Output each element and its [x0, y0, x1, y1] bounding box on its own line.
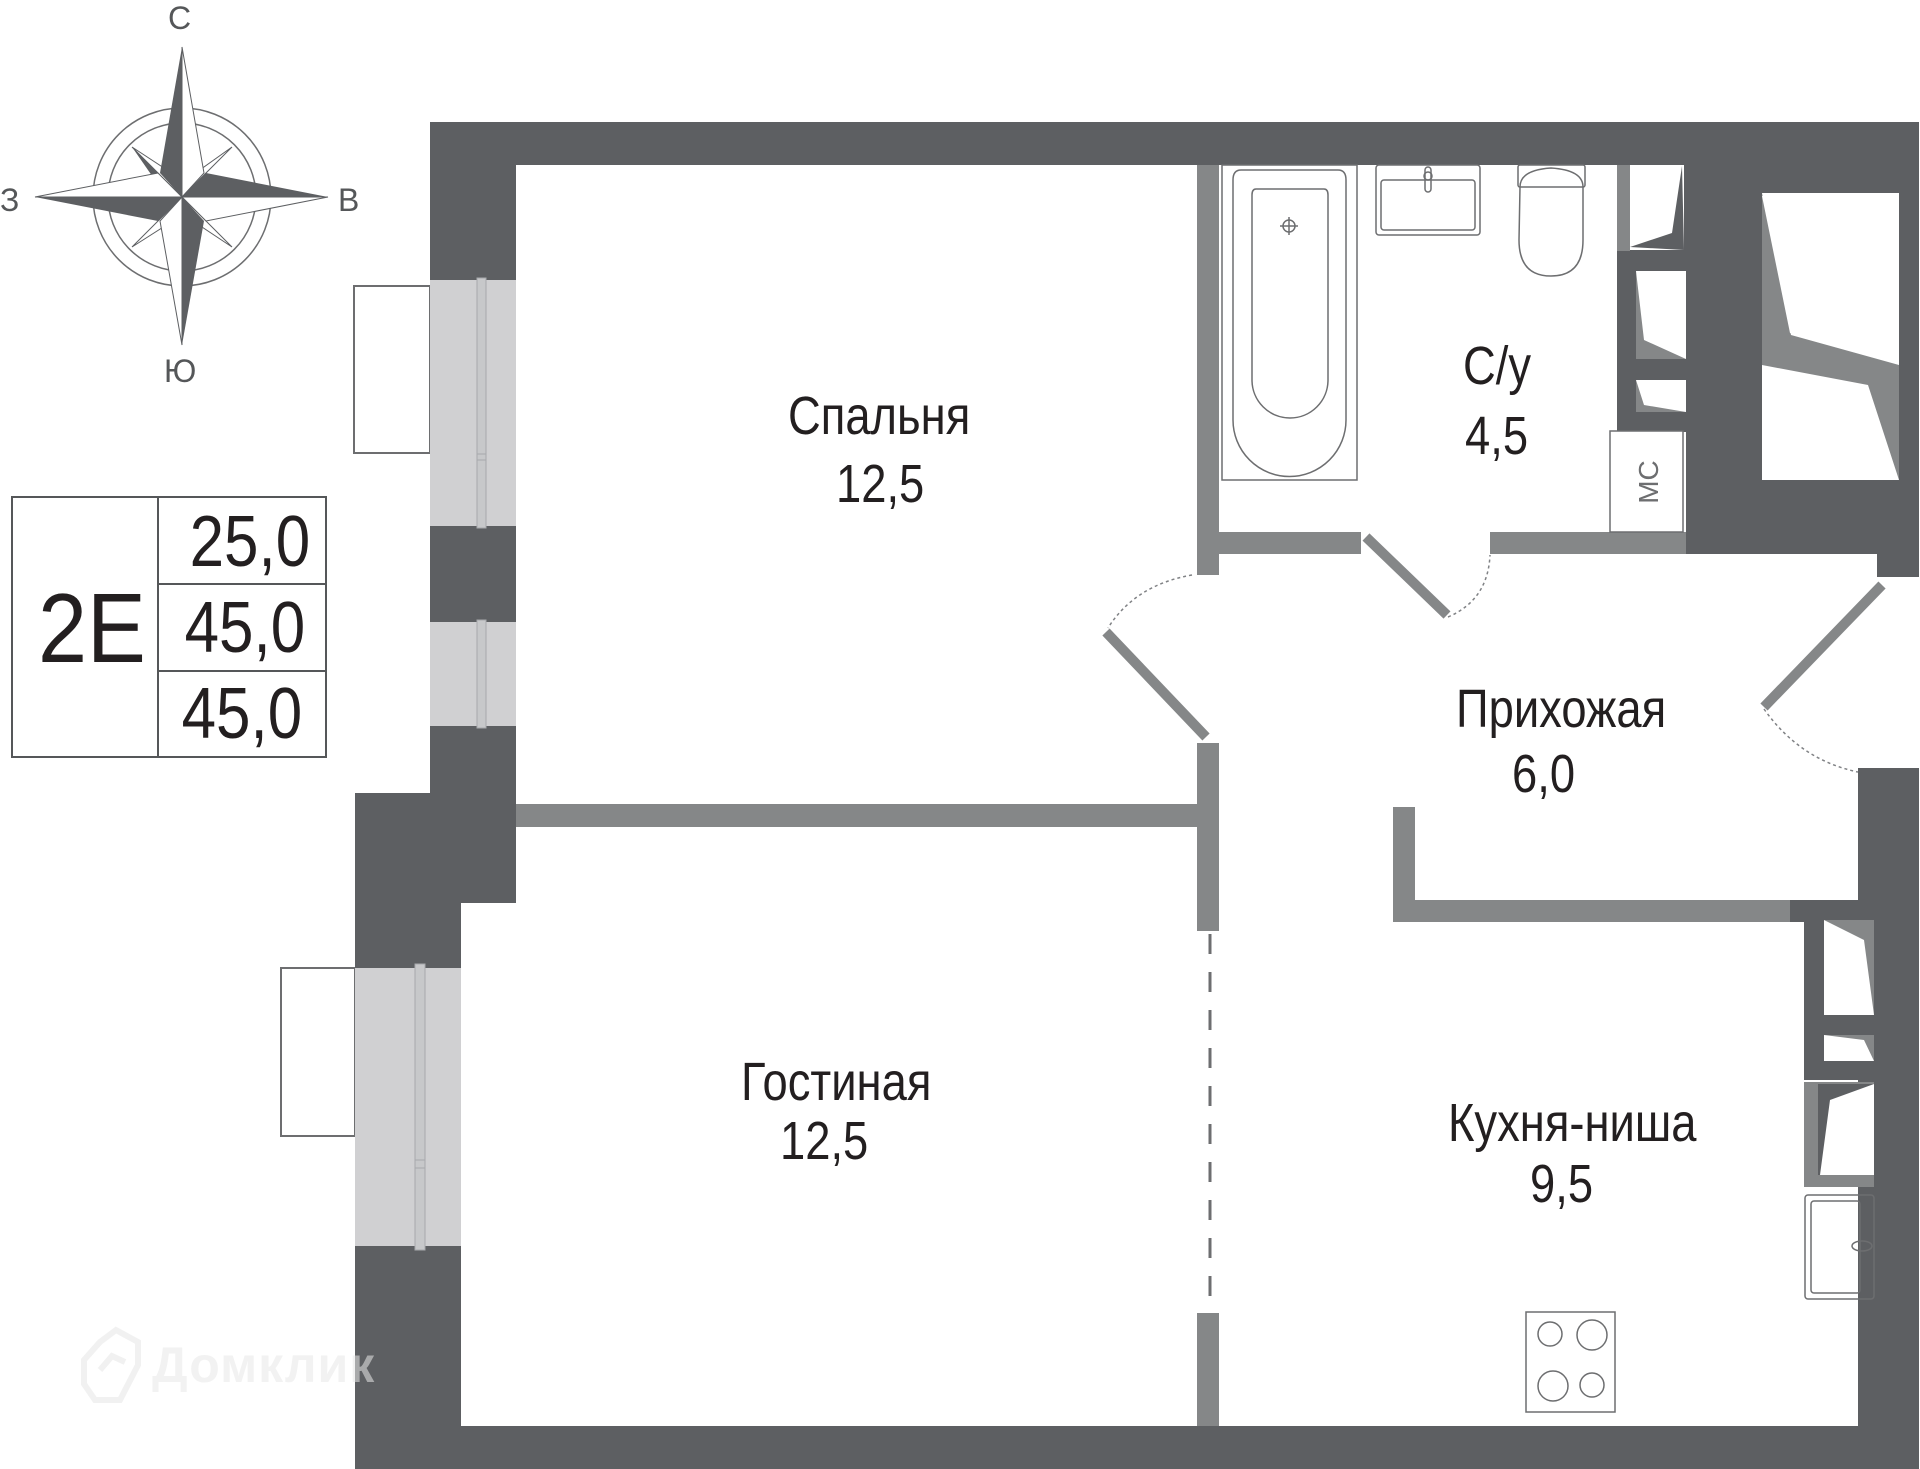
compass-south-label: Ю: [164, 353, 197, 389]
balcony-outline: [280, 285, 431, 1137]
unit-code: 2E: [38, 573, 146, 683]
windows: [355, 277, 516, 1251]
living-area-value: 25,0: [189, 502, 310, 582]
room-bathroom-name: С/у: [1463, 336, 1532, 396]
area-legend-box: [11, 496, 327, 758]
compass-west-label: З: [0, 182, 20, 218]
door-swing-arcs: [1107, 554, 1859, 773]
watermark: Домклик: [80, 1336, 375, 1394]
room-hallway-name: Прихожая: [1456, 679, 1667, 739]
compass-rose-icon: [34, 46, 329, 346]
ventilation-shafts: [1617, 165, 1899, 1187]
total-area-balcony-value: 45,0: [181, 674, 302, 754]
toilet-icon: [1517, 164, 1586, 277]
room-bedroom-area: 12,5: [836, 454, 925, 514]
washbasin-icon: [1375, 164, 1481, 236]
room-bedroom-name: Спальня: [788, 386, 971, 446]
partitions: [516, 165, 1886, 1426]
bathtub-icon: [1221, 164, 1358, 481]
compass-east-label: В: [338, 182, 360, 218]
room-kitchen-name: Кухня-ниша: [1448, 1093, 1697, 1153]
stove-icon: [1525, 1311, 1616, 1413]
utility-shaft-label: МС: [1632, 460, 1664, 504]
watermark-text: Домклик: [152, 1337, 376, 1393]
compass-north-label: С: [168, 0, 192, 36]
outer-walls: [355, 122, 1919, 1469]
room-living-name: Гостиная: [741, 1052, 932, 1112]
room-kitchen-area: 9,5: [1530, 1154, 1594, 1214]
room-bathroom-area: 4,5: [1465, 406, 1529, 466]
ms-box: [1609, 430, 1684, 533]
room-living-area: 12,5: [780, 1111, 869, 1171]
room-hallway-area: 6,0: [1512, 744, 1576, 804]
total-area-value: 45,0: [184, 588, 305, 668]
domclick-logo-icon: [81, 1326, 141, 1403]
kitchen-sink-icon: [1804, 1194, 1875, 1300]
